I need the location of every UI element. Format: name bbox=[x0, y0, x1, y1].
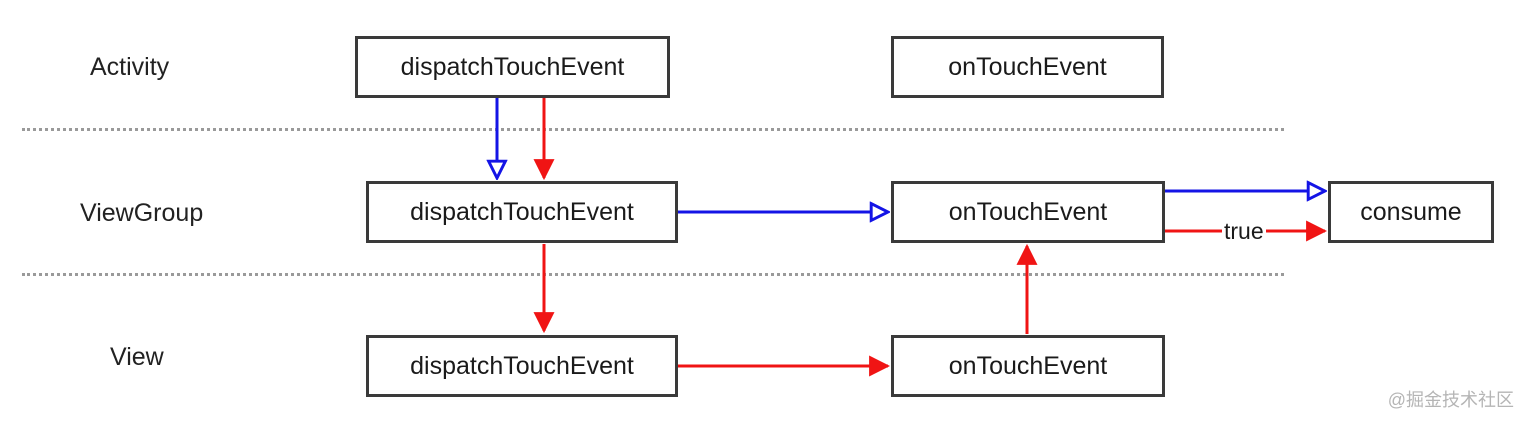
layer-label-activity: Activity bbox=[90, 53, 170, 81]
node-activity-ontouchevent: onTouchEvent bbox=[891, 36, 1164, 98]
node-viewgroup-ontouchevent: onTouchEvent bbox=[891, 181, 1165, 243]
watermark: @掘金技术社区 bbox=[1387, 390, 1514, 410]
layer-divider-bottom bbox=[22, 273, 1284, 276]
node-view-ontouchevent: onTouchEvent bbox=[891, 335, 1165, 397]
node-activity-dispatchtouchevent: dispatchTouchEvent bbox=[355, 36, 670, 98]
node-view-dispatchtouchevent: dispatchTouchEvent bbox=[366, 335, 678, 397]
layer-label-view: View bbox=[110, 343, 164, 371]
layer-label-viewgroup: ViewGroup bbox=[80, 199, 204, 227]
node-viewgroup-dispatchtouchevent: dispatchTouchEvent bbox=[366, 181, 678, 243]
edge-label-true: true bbox=[1222, 218, 1266, 245]
layer-divider-top bbox=[22, 128, 1284, 131]
node-consume: consume bbox=[1328, 181, 1494, 243]
